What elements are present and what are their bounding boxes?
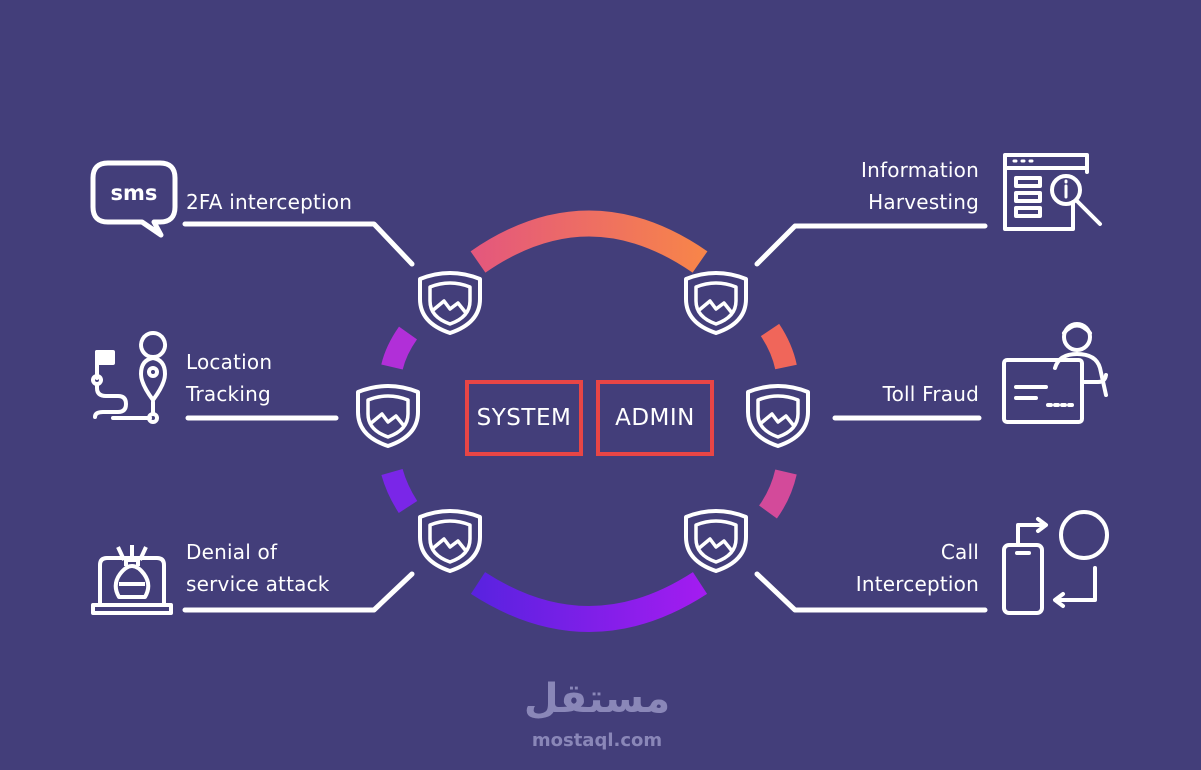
- dos-label-line1: Denial of: [186, 540, 278, 564]
- system-box-label: SYSTEM: [476, 405, 572, 431]
- location-label: Location Tracking: [186, 346, 272, 410]
- harvest-label-line1: Information: [861, 158, 979, 182]
- call-label-line2: Interception: [855, 572, 979, 596]
- dos-label-line2: service attack: [186, 572, 330, 596]
- toll-label: Toll Fraud: [883, 378, 979, 410]
- connector-call: [754, 571, 988, 613]
- ring-arc-right-upper: [760, 323, 797, 370]
- toll-label-line1: Toll Fraud: [882, 382, 979, 406]
- connector-tfa: [182, 221, 415, 267]
- watermark-url: mostaql.com: [531, 730, 663, 751]
- laptop-bomb-icon: [91, 545, 173, 615]
- location-route-icon: [91, 331, 168, 424]
- watermark-logo: مستقل: [523, 676, 671, 722]
- ring-arc-left-upper: [381, 326, 418, 370]
- ring-arc-left-lower: [381, 468, 418, 513]
- location-label-line2: Tracking: [186, 382, 271, 406]
- admin-box: ADMIN: [596, 380, 714, 456]
- sms-bubble-icon: [90, 160, 178, 238]
- harvest-label: Information Harvesting: [861, 154, 979, 218]
- document-search-icon: [1003, 153, 1102, 231]
- admin-box-label: ADMIN: [615, 405, 695, 431]
- shield-icon: [684, 509, 748, 573]
- call-label-line1: Call: [940, 540, 979, 564]
- connector-dos: [182, 571, 415, 613]
- tfa-label-line1: 2FA interception: [186, 190, 353, 214]
- shield-icon: [684, 271, 748, 335]
- person-card-icon: [1002, 322, 1108, 424]
- location-label-line1: Location: [186, 350, 273, 374]
- shield-icon: [356, 384, 420, 448]
- sms-icon-text: sms: [111, 181, 158, 205]
- shield-icon: [418, 509, 482, 573]
- shield-icon: [418, 271, 482, 335]
- ring-arc-bottom: [470, 572, 708, 632]
- connector-harvest: [754, 223, 988, 267]
- tfa-label: 2FA interception: [186, 186, 352, 218]
- shield-icon: [746, 384, 810, 448]
- dos-label: Denial of service attack: [186, 536, 330, 600]
- ring-arc-top: [470, 210, 708, 273]
- harvest-label-line2: Harvesting: [868, 190, 979, 214]
- ring-arc-right-lower: [758, 469, 797, 519]
- system-box: SYSTEM: [465, 380, 583, 456]
- call-label: Call Interception: [856, 536, 979, 600]
- phone-redirect-icon: [1002, 510, 1109, 615]
